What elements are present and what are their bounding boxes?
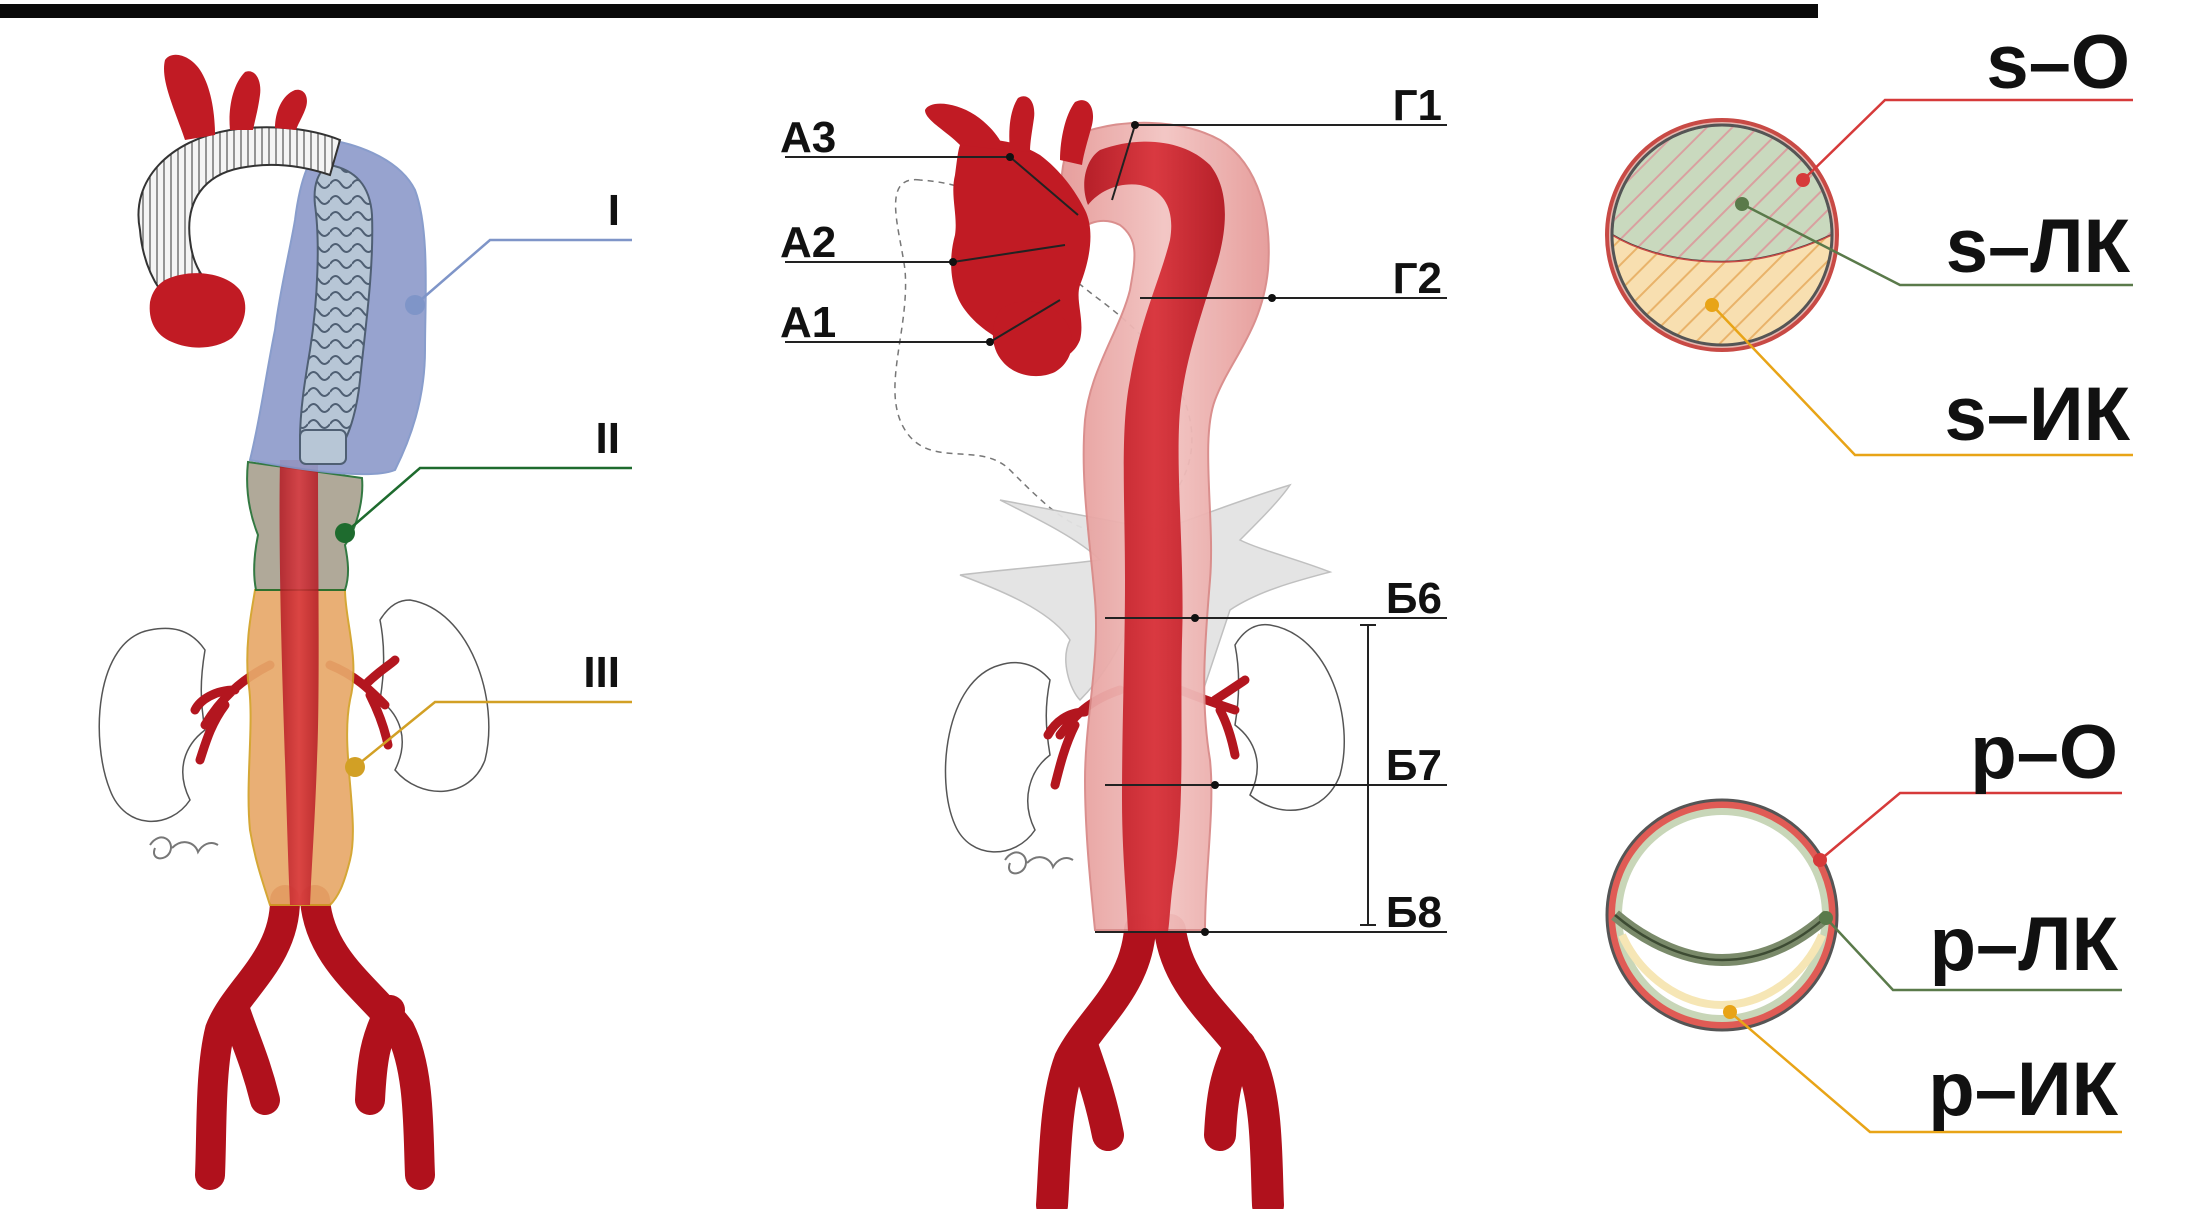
p-o-label: p–O: [1970, 710, 2118, 795]
zone-ii-leader: [345, 468, 632, 533]
illustrator-signature-middle: [1005, 852, 1073, 873]
s-lk-label: s–ЛК: [1946, 204, 2131, 289]
stent-graft-end: [300, 430, 346, 464]
a1-label: А1: [780, 298, 836, 347]
b6-label: Б6: [1386, 574, 1442, 623]
middle-right-kidney-outline: [1235, 625, 1344, 811]
s-o-marker: [1796, 173, 1810, 187]
middle-left-kidney-outline: [945, 663, 1050, 852]
g2-label: Г2: [1393, 254, 1442, 303]
left-iliac-arteries: [210, 900, 420, 1175]
a2-marker: [949, 258, 957, 266]
middle-panel-aorta-illustration: [895, 96, 1344, 1205]
left-kidney-outline: [99, 628, 205, 821]
a3-label: А3: [780, 113, 836, 162]
top-bar: [0, 4, 1818, 18]
zone-i-label: I: [608, 186, 620, 235]
right-kidney-outline: [380, 600, 489, 791]
g1-label: Г1: [1393, 81, 1442, 130]
g1-marker: [1131, 121, 1139, 129]
b7-label: Б7: [1386, 741, 1442, 790]
zone-ii-marker: [335, 523, 355, 543]
b8-marker: [1201, 928, 1209, 936]
p-lk-marker: [1819, 911, 1833, 925]
a2-label: А2: [780, 218, 836, 267]
s-lk-marker: [1735, 197, 1749, 211]
b6-marker: [1191, 614, 1199, 622]
illustrator-signature-left: [150, 837, 218, 858]
s-o-label: s–O: [1986, 20, 2130, 105]
zone-i-marker: [405, 295, 425, 315]
zone-i-leader: [415, 240, 632, 305]
s-ik-label: s–ИК: [1944, 372, 2130, 457]
p-cross-section: [1607, 800, 1837, 1030]
g2-marker: [1268, 294, 1276, 302]
s-false-lumen: [1612, 125, 1832, 262]
p-ik-marker: [1723, 1005, 1737, 1019]
a3-marker: [1006, 153, 1014, 161]
a1-marker: [986, 338, 994, 346]
supra-aortic-branches: [164, 55, 307, 140]
b7-marker: [1211, 781, 1219, 789]
p-ik-label: p–ИК: [1928, 1047, 2118, 1132]
s-ik-marker: [1705, 298, 1719, 312]
right-panel-cross-sections: [1607, 120, 1837, 1030]
s-o-leader: [1803, 100, 2133, 180]
left-panel-aorta-illustration: [99, 55, 489, 1175]
p-o-marker: [1813, 853, 1827, 867]
b8-label: Б8: [1386, 888, 1442, 937]
zone-iii-label: III: [583, 648, 620, 697]
p-o-leader: [1820, 793, 2122, 860]
p-lk-label: p–ЛК: [1930, 902, 2119, 987]
aortic-root: [150, 273, 246, 347]
middle-iliac-arteries: [1052, 930, 1268, 1205]
zone-iii-marker: [345, 757, 365, 777]
p-lumen: [1622, 815, 1822, 1015]
zone-ii-label: II: [596, 414, 620, 463]
